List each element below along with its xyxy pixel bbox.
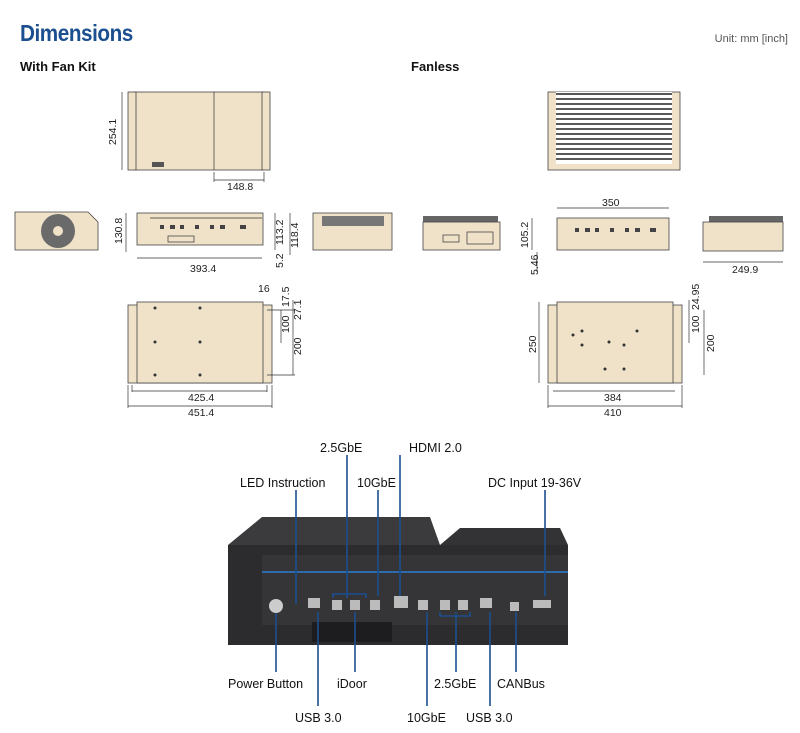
callout-usb-right: USB 3.0	[466, 711, 513, 725]
dim-27-1: 27.1	[292, 299, 304, 320]
dim-451-4: 451.4	[188, 407, 214, 419]
dim-384: 384	[604, 392, 622, 404]
callout-10gbe-bottom: 10GbE	[407, 711, 446, 725]
dim-350: 350	[602, 197, 620, 209]
dim-425-4: 425.4	[188, 392, 214, 404]
fan-kit-front-view: 130.8 113.2 118.4 5.2 393.4	[113, 212, 301, 275]
callout-canbus: CANBus	[497, 677, 545, 691]
fan-kit-rear-view	[14, 211, 99, 251]
fanless-bottom-view: 250 24.95 100 200 384 410	[527, 284, 717, 419]
dim-100-fanless: 100	[690, 315, 702, 333]
callout-power-button: Power Button	[228, 677, 303, 691]
callout-lines	[275, 455, 546, 706]
dim-105-2: 105.2	[519, 222, 531, 248]
dim-200: 200	[292, 337, 304, 355]
fan-kit-bottom-view: 16 17.5 27.1 100 200 425.4 451.4	[127, 283, 304, 419]
dim-250: 250	[527, 335, 539, 353]
fanless-front-view: 350 105.2 5.46	[519, 197, 670, 275]
dim-24-95: 24.95	[690, 284, 702, 310]
dim-249-9: 249.9	[732, 264, 758, 276]
callout-2-5gbe-bottom: 2.5GbE	[434, 677, 476, 691]
dim-254-1: 254.1	[107, 119, 119, 145]
fanless-right-view: 249.9	[702, 216, 784, 276]
dim-130-8: 130.8	[113, 218, 125, 244]
callout-usb-left: USB 3.0	[295, 711, 342, 725]
page-title: Dimensions	[20, 20, 133, 46]
dim-100: 100	[280, 315, 292, 333]
fan-kit-top-view: 254.1 148.8	[107, 91, 271, 193]
dim-17-5: 17.5	[280, 286, 292, 307]
callout-idoor: iDoor	[337, 677, 367, 691]
callout-led: LED Instruction	[240, 476, 326, 490]
fanless-top-view	[547, 91, 681, 171]
fan-kit-side-view	[312, 212, 393, 251]
dim-200-fanless: 200	[705, 334, 717, 352]
unit-label: Unit: mm [inch]	[714, 33, 788, 45]
dim-148-8: 148.8	[227, 181, 253, 193]
callout-2-5gbe-top: 2.5GbE	[320, 441, 362, 455]
fanless-left-view	[422, 216, 501, 251]
dim-393-4: 393.4	[190, 263, 216, 275]
callout-dc-input: DC Input 19-36V	[488, 476, 582, 490]
dim-5-46: 5.46	[529, 254, 541, 275]
dim-113-2: 113.2	[274, 219, 286, 245]
dim-5-2: 5.2	[274, 253, 286, 268]
callout-hdmi: HDMI 2.0	[409, 441, 462, 455]
fan-kit-heading: With Fan Kit	[20, 59, 96, 74]
fanless-heading: Fanless	[411, 59, 460, 74]
callout-10gbe-top: 10GbE	[357, 476, 396, 490]
dim-118-4: 118.4	[289, 222, 301, 248]
device-front-photo	[228, 517, 568, 645]
dim-16: 16	[258, 283, 270, 295]
dim-410: 410	[604, 407, 622, 419]
